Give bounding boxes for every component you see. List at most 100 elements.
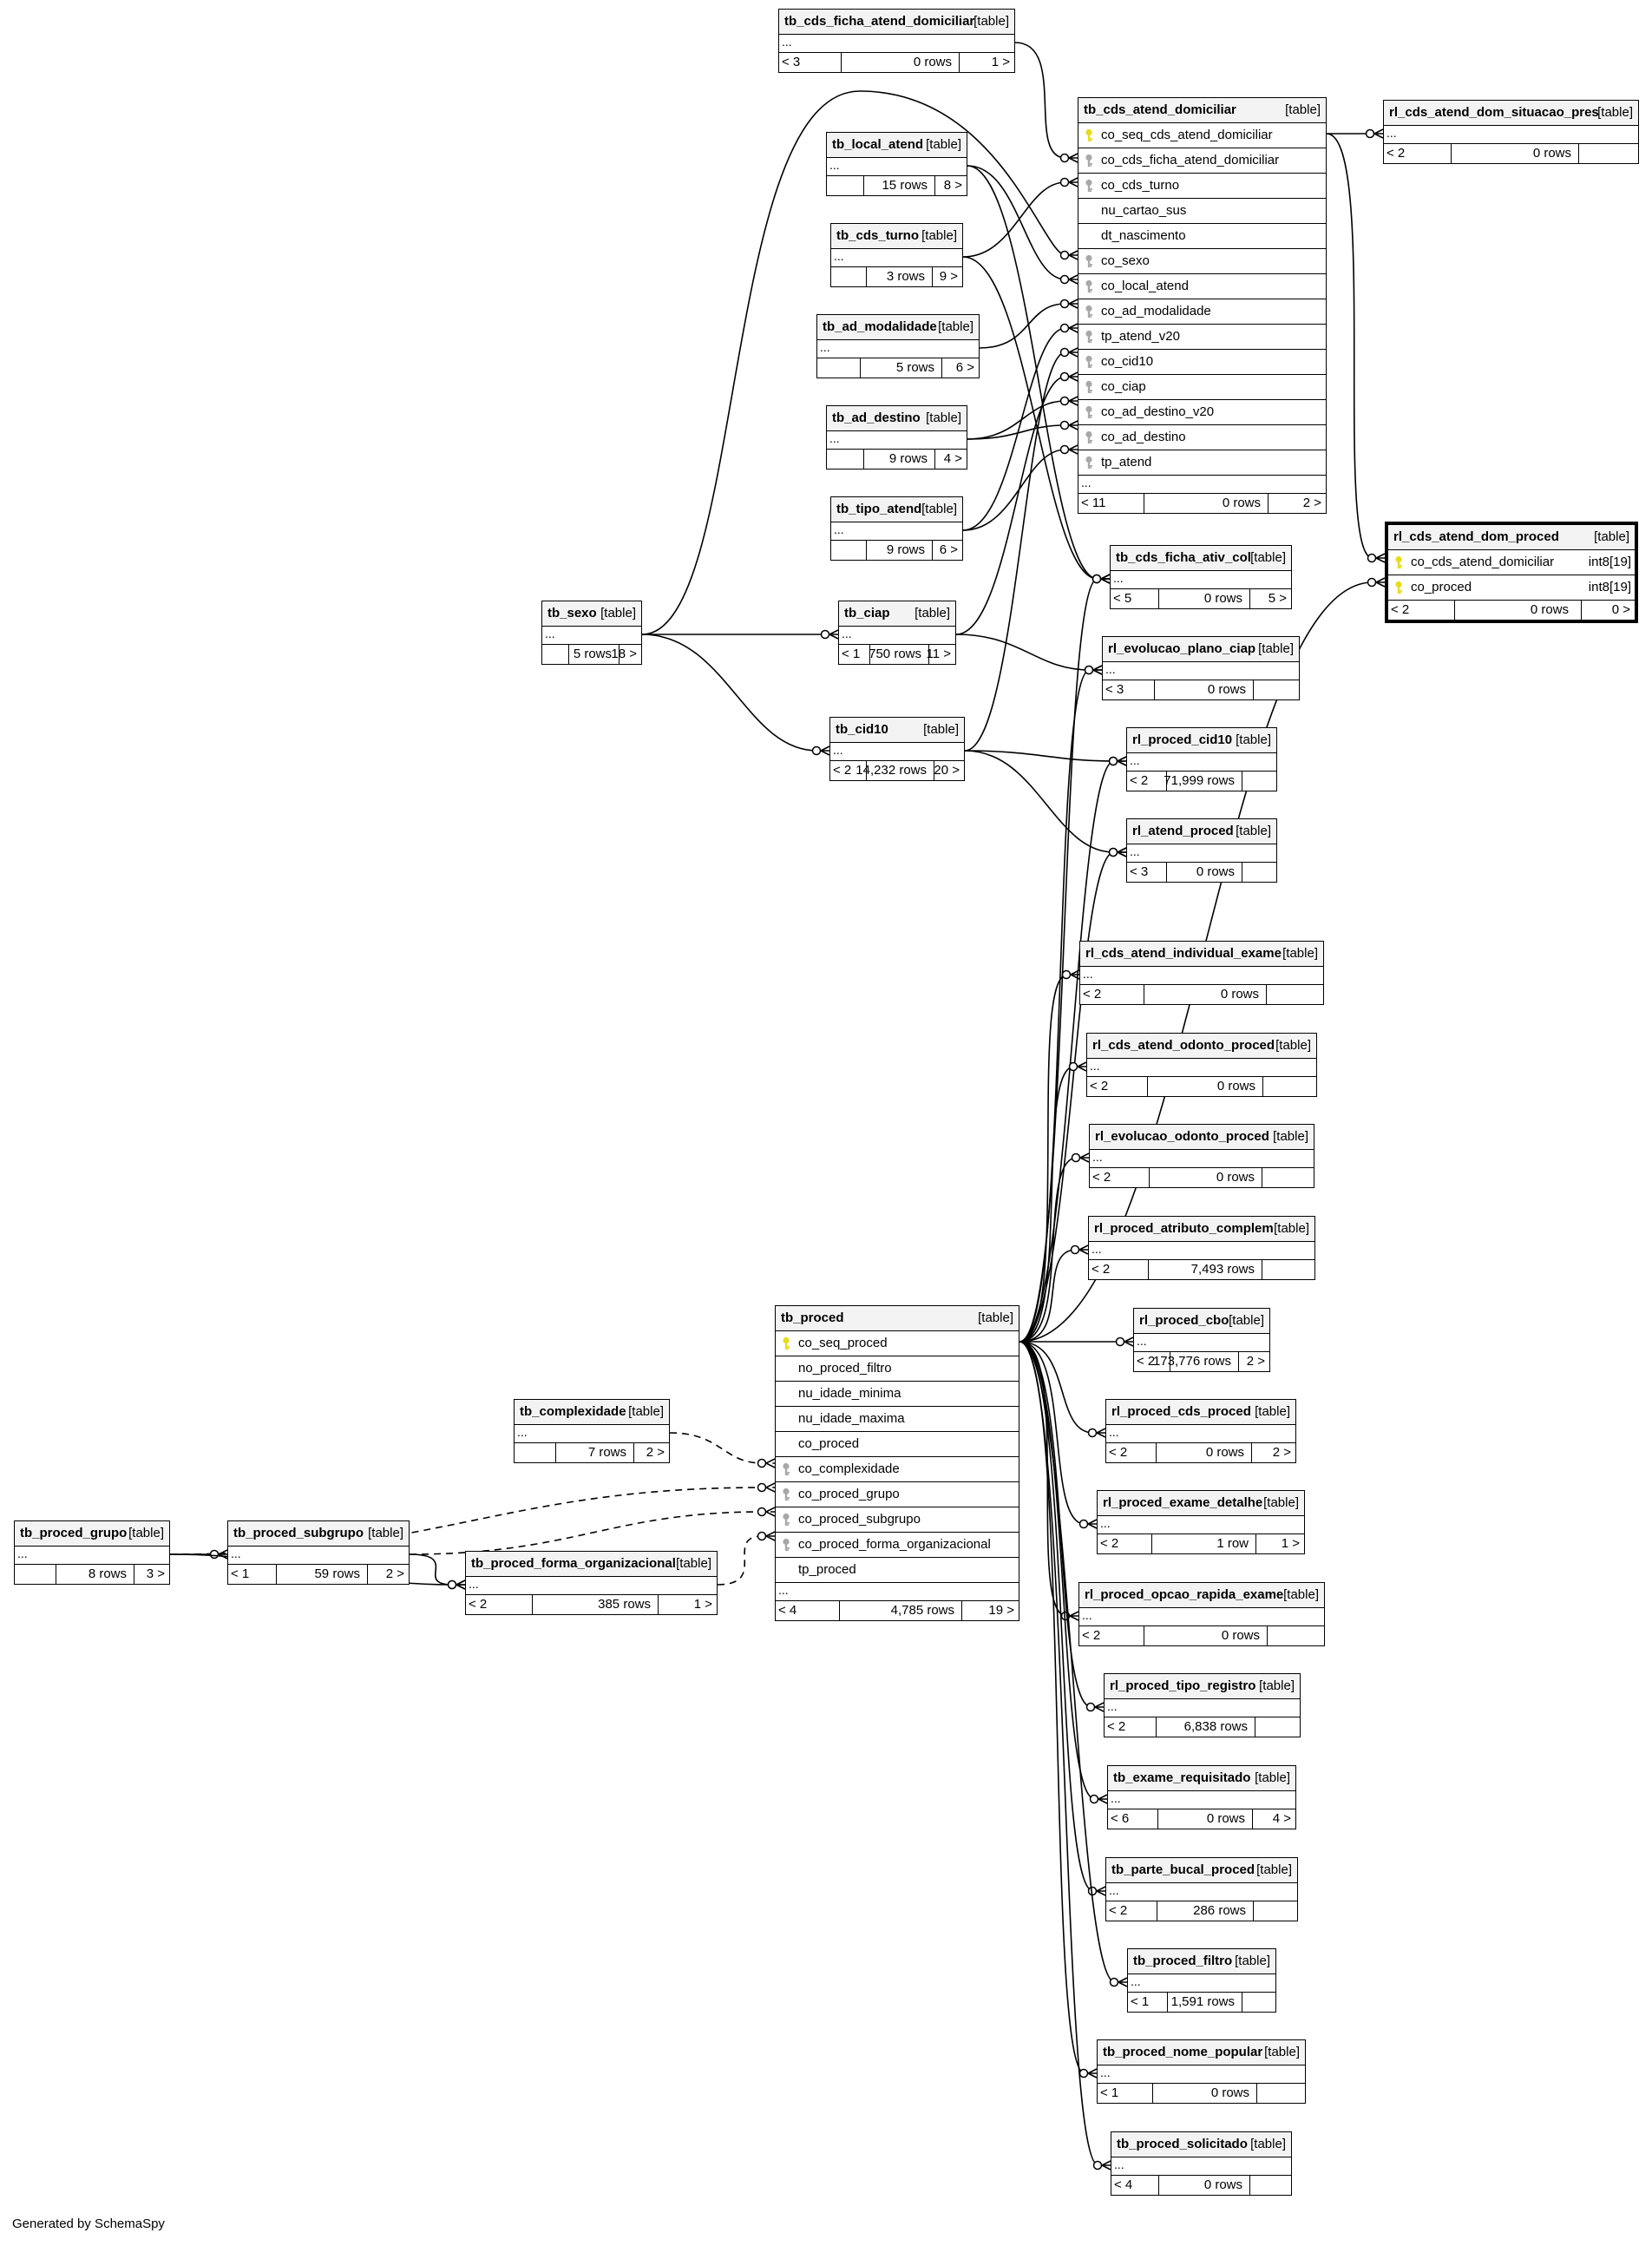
column-row[interactable]: co_ciap xyxy=(1078,375,1326,400)
column-row[interactable]: co_local_atend xyxy=(1078,274,1326,299)
parents-count[interactable]: < 3 xyxy=(782,55,801,69)
table-tb-proced-forma-organizacional[interactable]: tb_proced_forma_organizacional[table]...… xyxy=(465,1551,718,1615)
parents-count[interactable]: < 11 xyxy=(1081,496,1106,510)
children-count[interactable]: 1 > xyxy=(991,55,1010,69)
column-row[interactable]: co_sexo xyxy=(1078,249,1326,274)
table-rl-cds-atend-dom-situacao-pres[interactable]: rl_cds_atend_dom_situacao_pres[table]...… xyxy=(1383,100,1639,164)
table-rl-cds-atend-dom-proced[interactable]: rl_cds_atend_dom_proced[table]co_cds_ate… xyxy=(1385,522,1638,623)
children-count[interactable]: 2 > xyxy=(646,1445,665,1460)
column-row[interactable]: tp_atend xyxy=(1078,450,1326,476)
children-count[interactable]: 1 > xyxy=(693,1597,712,1612)
parents-count[interactable]: < 2 xyxy=(1082,1628,1101,1643)
children-count[interactable]: 4 > xyxy=(943,451,962,466)
column-row[interactable]: co_ad_destino_v20 xyxy=(1078,400,1326,425)
parents-count[interactable]: < 6 xyxy=(1111,1811,1130,1826)
parents-count[interactable]: < 2 xyxy=(1092,1262,1111,1277)
column-row[interactable]: co_ad_destino xyxy=(1078,425,1326,450)
parents-count[interactable]: < 3 xyxy=(1105,682,1124,697)
parents-count[interactable]: < 4 xyxy=(778,1603,797,1618)
children-count[interactable]: 2 > xyxy=(1272,1445,1291,1460)
column-row[interactable]: nu_cartao_sus xyxy=(1078,199,1326,224)
parents-count[interactable]: < 1 xyxy=(842,647,861,661)
children-count[interactable]: 19 > xyxy=(988,1603,1014,1618)
parents-count[interactable]: < 2 xyxy=(1107,1719,1126,1734)
children-count[interactable]: 3 > xyxy=(146,1566,165,1581)
column-row[interactable]: nu_idade_maxima xyxy=(776,1407,1019,1432)
children-count[interactable]: 0 > xyxy=(1611,602,1630,617)
column-row[interactable]: tp_proced xyxy=(776,1558,1019,1583)
column-row[interactable]: co_cds_turno xyxy=(1078,174,1326,199)
parents-count[interactable]: < 2 xyxy=(1386,146,1406,161)
children-count[interactable]: 6 > xyxy=(955,360,974,375)
column-row[interactable]: co_seq_proced xyxy=(776,1331,1019,1356)
parents-count[interactable]: < 2 xyxy=(1137,1354,1156,1369)
table-rl-cds-atend-individual-exame[interactable]: rl_cds_atend_individual_exame[table]...<… xyxy=(1079,941,1324,1005)
parents-count[interactable]: < 2 xyxy=(469,1597,488,1612)
table-tb-cds-ficha-atend-domiciliar[interactable]: tb_cds_ficha_atend_domiciliar[table]...<… xyxy=(778,9,1015,73)
parents-count[interactable]: < 1 xyxy=(1131,1994,1150,2009)
parents-count[interactable]: < 2 xyxy=(1092,1170,1111,1185)
children-count[interactable]: 4 > xyxy=(1272,1811,1291,1826)
children-count[interactable]: 9 > xyxy=(939,269,958,284)
column-row[interactable]: no_proced_filtro xyxy=(776,1356,1019,1382)
parents-count[interactable]: < 1 xyxy=(1100,2085,1119,2100)
column-row[interactable]: co_proced_subgrupo xyxy=(776,1507,1019,1533)
column-row[interactable]: co_complexidade xyxy=(776,1457,1019,1482)
parents-count[interactable]: < 2 xyxy=(1391,602,1410,617)
parents-count[interactable]: < 2 xyxy=(1100,1536,1119,1551)
children-count[interactable]: 1 > xyxy=(1281,1536,1300,1551)
parents-count[interactable]: < 1 xyxy=(231,1566,250,1581)
column-row[interactable]: co_proced_forma_organizacional xyxy=(776,1533,1019,1558)
children-count[interactable]: 20 > xyxy=(934,763,960,778)
table-tb-cds-atend-domiciliar[interactable]: tb_cds_atend_domiciliar[table]co_seq_cds… xyxy=(1078,97,1327,514)
table-rl-proced-opcao-rapida-exame[interactable]: rl_proced_opcao_rapida_exame[table]...< … xyxy=(1078,1582,1325,1646)
parents-count[interactable]: < 2 xyxy=(1090,1079,1109,1093)
parents-count[interactable]: < 4 xyxy=(1114,2177,1133,2192)
parents-count[interactable]: < 2 xyxy=(1109,1903,1128,1918)
column-row[interactable]: nu_idade_minima xyxy=(776,1382,1019,1407)
column-row[interactable]: co_cds_ficha_atend_domiciliar xyxy=(1078,148,1326,174)
column-row[interactable]: co_cid10 xyxy=(1078,350,1326,375)
column-row[interactable]: co_proced xyxy=(776,1432,1019,1457)
children-count[interactable]: 8 > xyxy=(943,178,962,193)
parents-count[interactable]: < 2 xyxy=(1109,1445,1128,1460)
parents-count[interactable]: < 3 xyxy=(1130,864,1149,879)
children-count[interactable]: 5 > xyxy=(1268,591,1287,606)
children-count[interactable]: 2 > xyxy=(1246,1354,1265,1369)
parents-count[interactable]: < 2 xyxy=(1083,987,1102,1002)
children-count[interactable]: 2 > xyxy=(1302,496,1321,510)
parents-count[interactable]: < 2 xyxy=(833,763,852,778)
column-row[interactable]: co_seq_cds_atend_domiciliar xyxy=(1078,123,1326,148)
children-count[interactable]: 11 > xyxy=(926,647,952,661)
